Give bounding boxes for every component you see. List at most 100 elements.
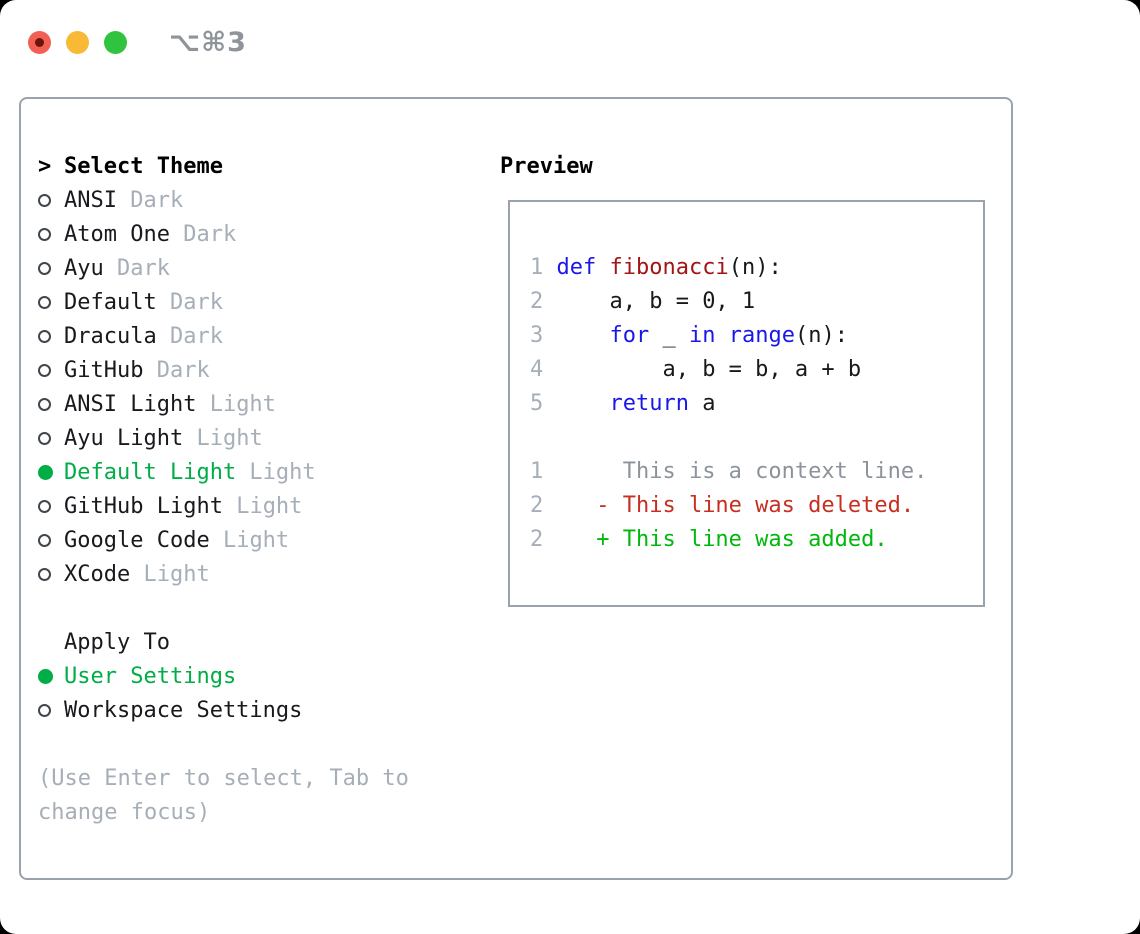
theme-option[interactable]: GitHub Light Light (38, 489, 488, 523)
theme-option[interactable]: Ayu Dark (38, 251, 488, 285)
help-line: change focus) (38, 799, 211, 825)
theme-option[interactable]: ANSI Light Light (38, 387, 488, 421)
radio-icon (38, 193, 51, 207)
theme-name: Atom One (64, 221, 170, 247)
theme-name: GitHub (64, 357, 144, 383)
preview-column: Preview (500, 149, 593, 183)
code-token (596, 255, 609, 280)
line-number: 1 (530, 458, 544, 484)
code-token: fibonacci (609, 254, 729, 280)
theme-variant: Dark (116, 187, 184, 213)
select-theme-title: Select Theme (64, 153, 223, 179)
preview-line: 2 + This line was added. (530, 522, 973, 556)
theme-name: Default (64, 289, 157, 315)
radio-icon (38, 261, 51, 275)
apply-to-title: Apply To (64, 629, 170, 655)
code-token (715, 323, 728, 348)
titlebar: ⌥⌘3 (28, 27, 247, 58)
theme-variant: Light (209, 527, 290, 553)
theme-option[interactable]: Dracula Dark (38, 319, 488, 353)
radio-icon (38, 329, 51, 343)
theme-name: XCode (64, 561, 131, 587)
help-line: (Use Enter to select, Tab to (38, 765, 409, 791)
code-token (543, 391, 609, 416)
theme-variant: Dark (169, 221, 237, 247)
code-token: _ (649, 322, 689, 348)
apply-label: User Settings (64, 663, 237, 689)
theme-option[interactable]: ANSI Dark (38, 183, 488, 217)
line-number: 5 (530, 390, 544, 416)
radio-icon (38, 397, 51, 411)
theme-picker-panel: > Select Theme ANSI Dark Atom One Dark Ay… (19, 97, 1013, 880)
radio-icon (38, 567, 51, 581)
code-token: (n): (728, 254, 782, 280)
theme-name: ANSI (64, 187, 117, 213)
theme-name: Ayu Light (64, 425, 184, 451)
code-token: def (556, 254, 597, 280)
code-token: range (728, 322, 795, 348)
radio-icon (38, 464, 53, 480)
radio-icon (38, 533, 51, 547)
code-token: return (609, 390, 689, 416)
code-token: (n): (794, 322, 848, 348)
code-token: This is a context line. (543, 458, 928, 484)
theme-name: Default Light (64, 459, 237, 485)
apply-label: Workspace Settings (64, 697, 303, 723)
help-text: (Use Enter to select, Tab to change focus… (38, 761, 488, 829)
window-shortcut-label: ⌥⌘3 (169, 27, 247, 58)
preview-line (530, 420, 973, 454)
code-token: in (688, 322, 716, 348)
theme-name: Dracula (64, 323, 157, 349)
theme-option[interactable]: GitHub Dark (38, 353, 488, 387)
theme-variant: Dark (143, 357, 210, 383)
theme-variant: Light (222, 493, 303, 519)
radio-icon (38, 363, 51, 377)
apply-to-header: Apply To (38, 625, 488, 659)
theme-variant: Dark (156, 289, 223, 315)
theme-option[interactable]: Google Code Light (38, 523, 488, 557)
theme-name: ANSI Light (64, 391, 197, 417)
code-token: + This line was added. (543, 526, 888, 552)
preview-line: 4 a, b = b, a + b (530, 352, 973, 386)
minimize-button[interactable] (66, 31, 89, 54)
line-number: 2 (530, 288, 544, 314)
radio-icon (38, 668, 53, 684)
preview-line: 2 a, b = 0, 1 (530, 284, 973, 318)
theme-name: GitHub Light (64, 493, 223, 519)
preview-line: 1 This is a context line. (530, 454, 973, 488)
apply-option[interactable]: Workspace Settings (38, 693, 488, 727)
prompt-caret: > (38, 153, 52, 179)
code-token: a (688, 390, 716, 416)
line-number: 3 (530, 322, 544, 348)
theme-variant: Light (183, 425, 263, 451)
theme-list-column: > Select Theme ANSI Dark Atom One Dark Ay… (38, 149, 488, 829)
line-number: 1 (530, 254, 544, 280)
theme-option[interactable]: Ayu Light Light (38, 421, 488, 455)
code-token: a, b = 0, 1 (543, 288, 756, 314)
theme-option[interactable]: XCode Light (38, 557, 488, 591)
theme-option[interactable]: Default Dark (38, 285, 488, 319)
theme-variant: Light (236, 459, 316, 485)
maximize-button[interactable] (104, 31, 127, 54)
apply-option[interactable]: User Settings (38, 659, 488, 693)
preview-line: 1 def fibonacci(n): (530, 250, 973, 284)
preview-line: 3 for _ in range(n): (530, 318, 973, 352)
code-token: - This line was deleted. (543, 492, 915, 518)
radio-icon (38, 431, 51, 445)
code-token: for (609, 322, 650, 348)
code-token (543, 255, 556, 280)
theme-variant: Dark (103, 255, 170, 281)
radio-icon (38, 499, 51, 513)
spacer (38, 727, 488, 761)
theme-variant: Light (196, 391, 276, 417)
theme-option[interactable]: Default Light Light (38, 455, 488, 489)
theme-option[interactable]: Atom One Dark (38, 217, 488, 251)
close-button[interactable] (28, 31, 51, 54)
theme-variant: Light (130, 561, 210, 587)
code-token: a, b = b, a + b (543, 356, 862, 382)
line-number: 4 (530, 356, 544, 382)
preview-line: 2 - This line was deleted. (530, 488, 973, 522)
theme-name: Google Code (64, 527, 210, 553)
